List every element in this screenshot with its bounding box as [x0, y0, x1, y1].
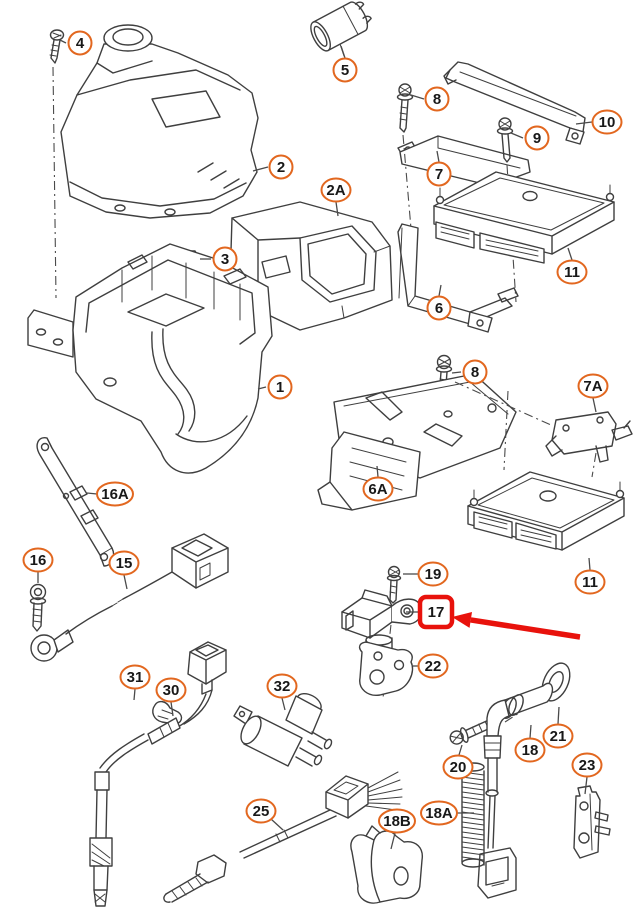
callout-4[interactable]: 4 — [59, 30, 93, 56]
svg-text:5: 5 — [341, 62, 349, 79]
svg-text:3: 3 — [221, 251, 229, 268]
svg-text:18A: 18A — [425, 805, 453, 822]
part-cam-sensor-17-sketch — [341, 589, 423, 667]
svg-text:2: 2 — [277, 159, 285, 176]
part-bolt-16-sketch — [29, 583, 47, 632]
svg-text:9: 9 — [533, 130, 541, 147]
svg-text:21: 21 — [550, 728, 567, 745]
callout-2[interactable]: 2 — [252, 154, 294, 180]
svg-text:7: 7 — [435, 166, 443, 183]
callout-1[interactable]: 1 — [257, 374, 293, 400]
part-coil-sleeve-18A-sketch — [461, 762, 485, 868]
part-housing-1-sketch — [27, 243, 273, 474]
svg-text:25: 25 — [253, 803, 270, 820]
part-capacitor-5-sketch — [310, 1, 372, 52]
callout-21[interactable]: 21 — [542, 706, 574, 749]
svg-text:16A: 16A — [101, 486, 129, 503]
svg-text:11: 11 — [564, 264, 580, 281]
part-flange-22-sketch — [358, 641, 414, 696]
callout-7[interactable]: 7 — [426, 150, 452, 187]
callout-10[interactable]: 10 — [575, 109, 623, 135]
part-cover-2-sketch — [60, 24, 259, 219]
svg-text:10: 10 — [599, 114, 616, 131]
callout-16[interactable]: 16 — [22, 547, 54, 584]
callout-31[interactable]: 31 — [119, 664, 151, 701]
part-plate-6A-sketch — [317, 373, 517, 511]
part-ecu-11-top-sketch — [433, 171, 615, 264]
svg-text:22: 22 — [425, 658, 442, 675]
svg-text:8: 8 — [433, 91, 441, 108]
part-bracket-6-sketch — [397, 223, 519, 333]
callout-19[interactable]: 19 — [403, 561, 449, 587]
callout-15[interactable]: 15 — [108, 550, 140, 590]
callout-11[interactable]: 11 — [556, 247, 588, 285]
part-screw-4-sketch — [49, 29, 65, 299]
part-crank-sensor-18-sketch — [477, 682, 554, 899]
part-strip-10-sketch — [443, 61, 586, 145]
callout-20[interactable]: 20 — [442, 744, 474, 780]
part-retainer-7A-sketch — [454, 381, 633, 478]
callout-18[interactable]: 18 — [514, 724, 546, 763]
callout-9[interactable]: 9 — [510, 125, 550, 151]
callout-25[interactable]: 25 — [245, 798, 284, 831]
callout-8[interactable]: 8 — [451, 359, 488, 385]
part-ecu-11-bottom-sketch — [467, 471, 625, 551]
callout-6A[interactable]: 6A — [362, 465, 394, 502]
callout-30[interactable]: 30 — [155, 677, 187, 717]
part-solenoid-32-sketch — [233, 692, 333, 767]
callout-3[interactable]: 3 — [200, 246, 238, 272]
svg-text:1: 1 — [276, 379, 284, 396]
svg-text:16: 16 — [30, 552, 47, 569]
callout-6[interactable]: 6 — [426, 284, 452, 321]
part-o2-sensor-25-sketch — [163, 771, 403, 903]
callout-22[interactable]: 22 — [413, 653, 449, 679]
callout-18B[interactable]: 18B — [378, 808, 416, 850]
highlight-callout-17[interactable]: 17 — [406, 594, 455, 630]
callout-18A[interactable]: 18A — [420, 800, 474, 826]
svg-text:15: 15 — [116, 555, 133, 572]
svg-text:17: 17 — [428, 604, 445, 621]
callout-23[interactable]: 23 — [571, 752, 603, 795]
svg-text:6A: 6A — [368, 481, 387, 498]
callout-16A[interactable]: 16A — [86, 481, 134, 507]
svg-text:4: 4 — [76, 35, 85, 52]
svg-text:18: 18 — [522, 742, 539, 759]
callout-8[interactable]: 8 — [410, 86, 450, 112]
part-egt-sensor-30-sketch — [89, 641, 227, 907]
svg-text:2A: 2A — [326, 182, 345, 199]
svg-text:6: 6 — [435, 300, 443, 317]
part-bracket-16A-sketch — [36, 437, 115, 567]
part-20-axis — [504, 710, 523, 723]
svg-text:19: 19 — [425, 566, 442, 583]
part-knock-sensor-15-sketch — [30, 533, 229, 662]
callout-11[interactable]: 11 — [574, 557, 606, 595]
svg-text:32: 32 — [274, 678, 291, 695]
callout-7A[interactable]: 7A — [577, 373, 609, 413]
callout-5[interactable]: 5 — [332, 45, 358, 83]
svg-text:20: 20 — [450, 759, 467, 776]
part-bracket-23-sketch — [573, 785, 611, 859]
svg-text:7A: 7A — [583, 378, 602, 395]
svg-text:30: 30 — [163, 682, 180, 699]
svg-text:11: 11 — [582, 574, 598, 591]
part-holder-18B-sketch — [350, 825, 423, 904]
selection-arrow — [452, 612, 581, 640]
svg-text:18B: 18B — [383, 813, 411, 830]
callout-2A[interactable]: 2A — [320, 177, 352, 217]
callout-32[interactable]: 32 — [266, 673, 298, 711]
svg-text:23: 23 — [579, 757, 596, 774]
svg-text:8: 8 — [471, 364, 479, 381]
svg-text:31: 31 — [127, 669, 144, 686]
